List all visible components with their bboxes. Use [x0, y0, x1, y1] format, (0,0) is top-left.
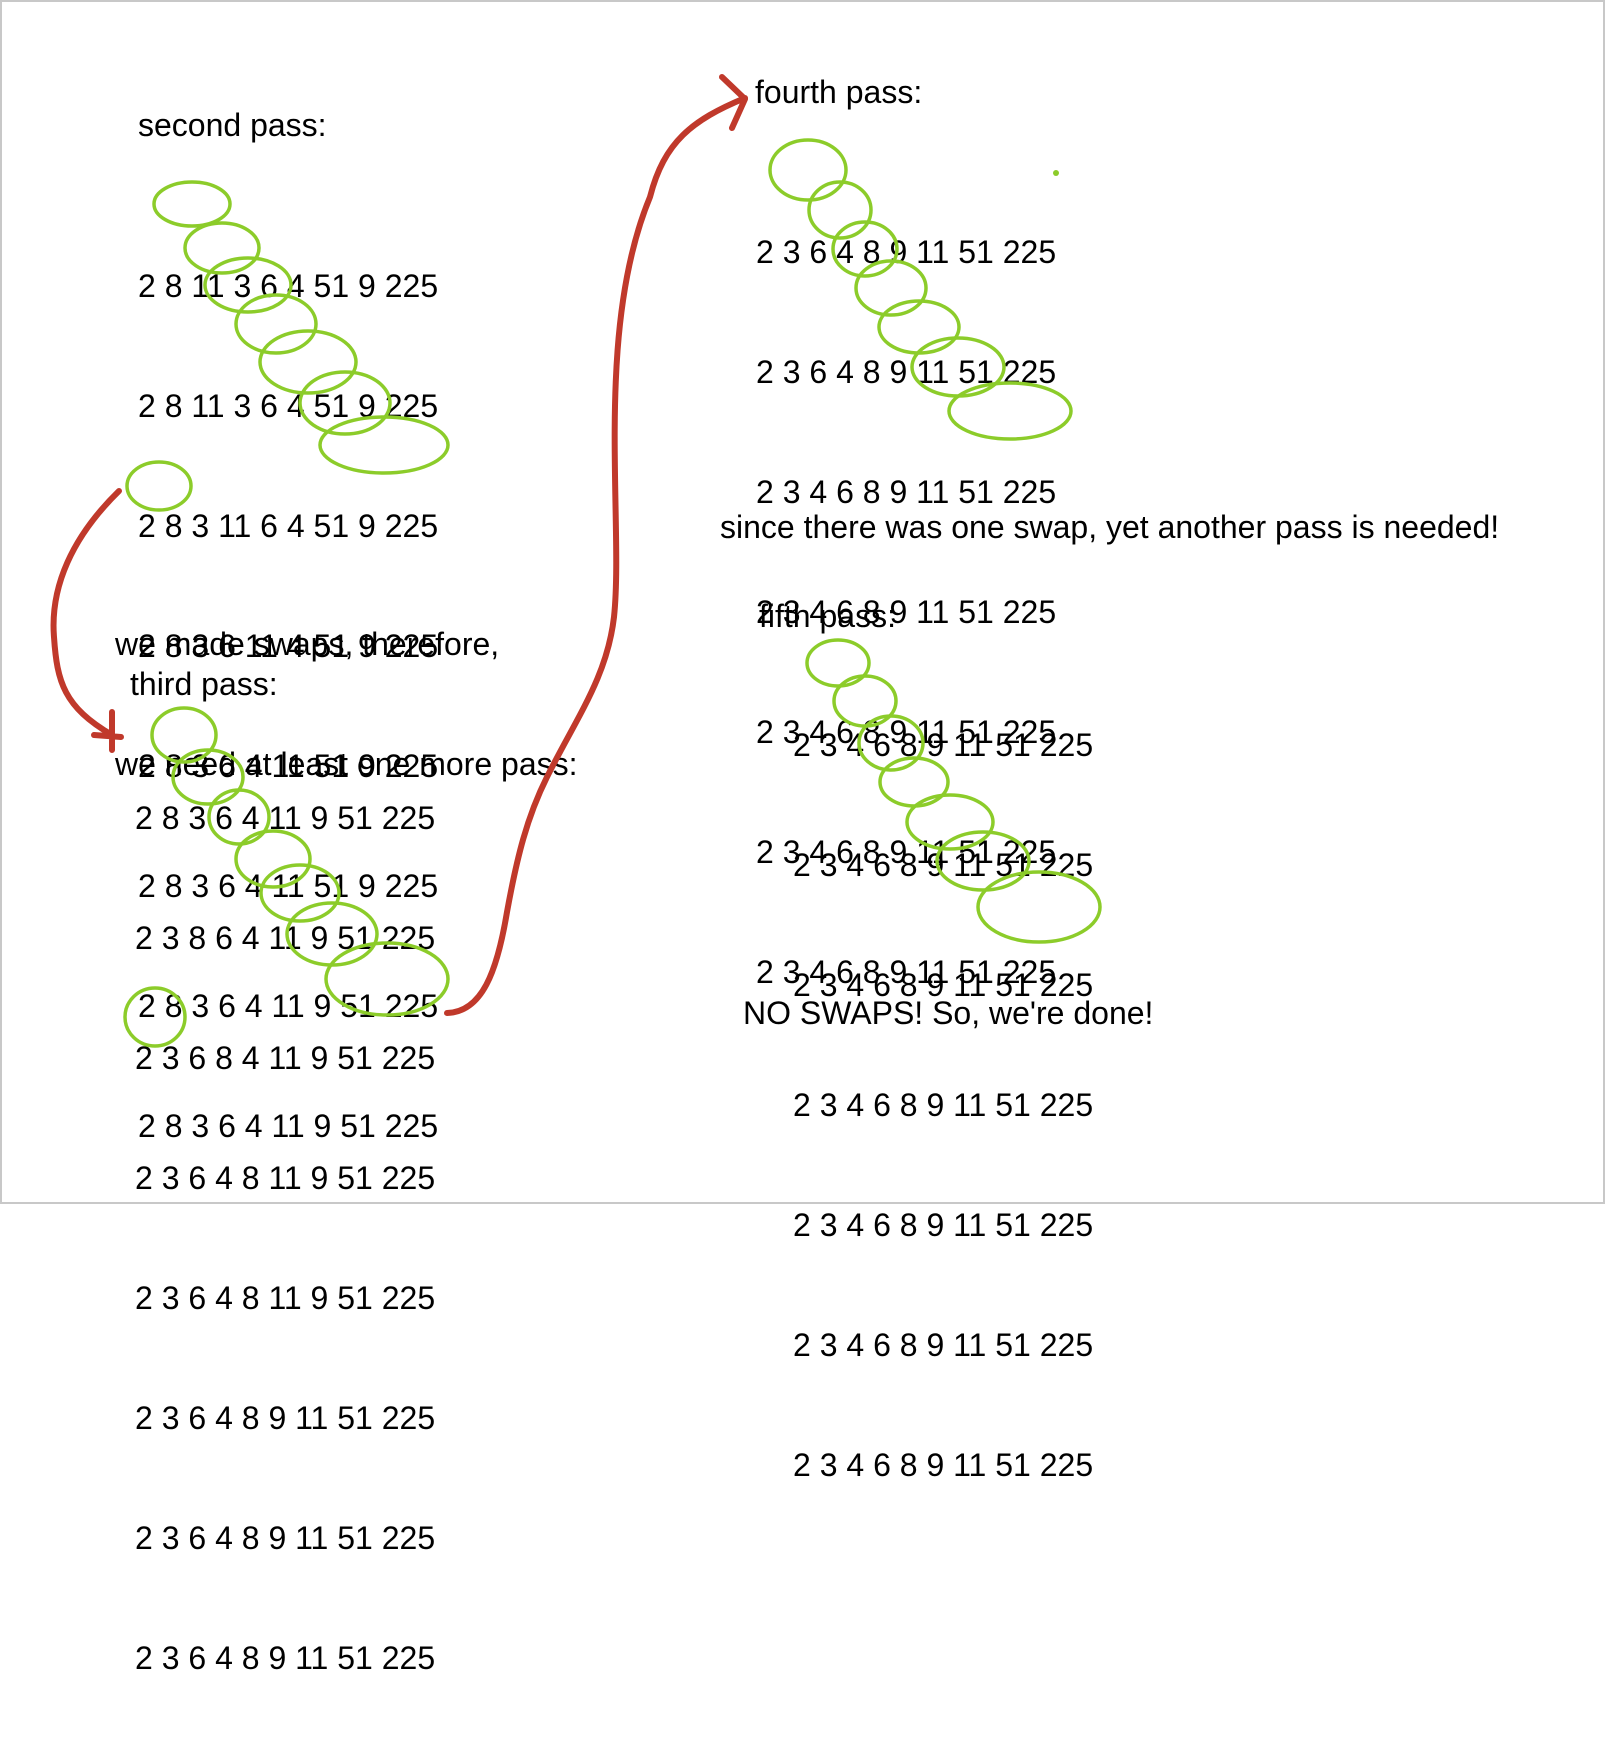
second-pass-row: 2 8 11 3 6 4 51 9 225	[138, 268, 439, 304]
note-line: we made swaps, therefore,	[115, 626, 500, 662]
fifth-pass-row: 2 3 4 6 8 9 11 51 225	[793, 967, 1094, 1003]
fifth-pass-row: 2 3 4 6 8 9 11 51 225	[793, 1087, 1094, 1123]
arrow-to-third-pass	[50, 488, 124, 753]
third-pass-label: third pass:	[130, 666, 278, 702]
third-pass-row: 2 3 8 6 4 11 9 51 225	[135, 920, 436, 956]
third-pass-row: 2 3 6 8 4 11 9 51 225	[135, 1040, 436, 1076]
fourth-pass-row: 2 3 4 6 8 9 11 51 225	[756, 954, 1057, 990]
third-pass-rows: 2 8 3 6 4 11 9 51 225 2 3 8 6 4 11 9 51 …	[135, 718, 435, 1758]
fourth-pass-row: 2 3 6 4 8 9 11 51 225	[756, 354, 1057, 390]
fifth-pass-row: 2 3 4 6 8 9 11 51 225	[793, 1447, 1094, 1483]
fourth-pass-label: fourth pass:	[755, 74, 923, 110]
fourth-pass-row: 2 3 4 6 8 9 11 51 225	[756, 474, 1057, 510]
fifth-pass-row: 2 3 4 6 8 9 11 51 225	[793, 847, 1094, 883]
third-pass-row: 2 8 3 6 4 11 9 51 225	[135, 800, 436, 836]
fourth-pass-rows: 2 3 6 4 8 9 11 51 225 2 3 6 4 8 9 11 51 …	[756, 152, 1056, 1072]
whiteboard-canvas: second pass: 2 8 11 3 6 4 51 9 225 2 8 1…	[0, 0, 1605, 1676]
fifth-pass-row: 2 3 4 6 8 9 11 51 225	[793, 727, 1094, 763]
second-pass-row: 2 8 11 3 6 4 51 9 225	[138, 388, 439, 424]
second-pass-row: 2 8 3 6 4 11 9 51 225	[138, 1108, 439, 1144]
third-pass-row: 2 3 6 4 8 9 11 51 225	[135, 1520, 436, 1556]
third-pass-row: 2 3 6 4 8 9 11 51 225	[135, 1400, 436, 1436]
third-pass-row: 2 3 6 4 8 11 9 51 225	[135, 1160, 436, 1196]
fifth-pass-row: 2 3 4 6 8 9 11 51 225	[793, 1327, 1094, 1363]
note-another-pass: since there was one swap, yet another pa…	[720, 509, 1500, 545]
fifth-pass-rows: 2 3 4 6 8 9 11 51 225 2 3 4 6 8 9 11 51 …	[793, 645, 1093, 1565]
third-pass-row: 2 3 6 4 8 9 11 51 225	[135, 1640, 436, 1676]
third-pass-row: 2 3 6 4 8 11 9 51 225	[135, 1280, 436, 1316]
second-pass-label: second pass:	[138, 107, 327, 143]
second-pass-row: 2 8 3 6 11 4 51 9 225	[138, 628, 439, 664]
fourth-pass-row: 2 3 4 6 8 9 11 51 225	[756, 594, 1057, 630]
fifth-pass-row: 2 3 4 6 8 9 11 51 225	[793, 1207, 1094, 1243]
second-pass-row: 2 8 3 11 6 4 51 9 225	[138, 508, 439, 544]
fourth-pass-row: 2 3 6 4 8 9 11 51 225	[756, 234, 1057, 270]
note-done: NO SWAPS! So, we're done!	[743, 995, 1154, 1031]
fifth-pass-label: fifth pass:	[759, 598, 896, 634]
